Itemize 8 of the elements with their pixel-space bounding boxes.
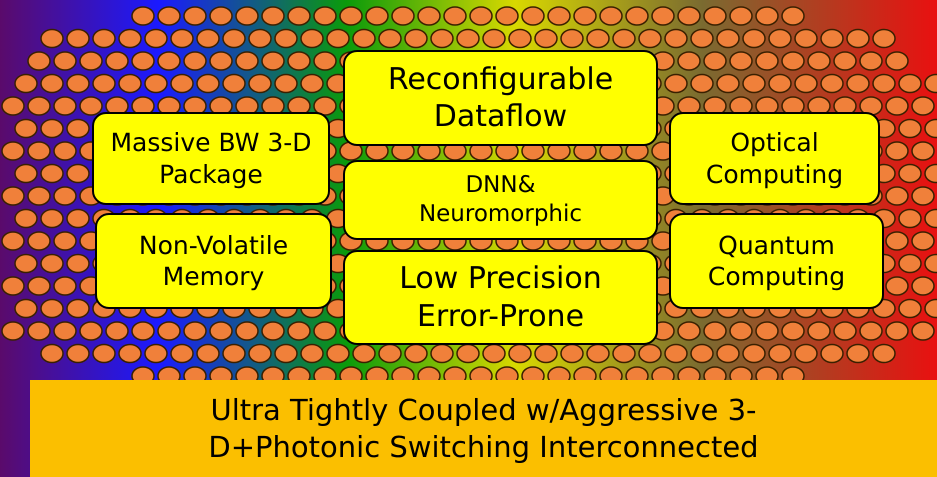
- label-box: DNN& Neuromorphic: [343, 160, 658, 240]
- label-box: Reconfigurable Dataflow: [343, 50, 658, 146]
- label-box: Low Precision Error-Prone: [343, 250, 658, 345]
- label-box: Non-Volatile Memory: [95, 213, 332, 309]
- label-box: Optical Computing: [669, 112, 880, 205]
- label-box: Massive BW 3-D Package: [92, 112, 330, 205]
- label-box: Quantum Computing: [669, 213, 884, 309]
- banner: Ultra Tightly Coupled w/Aggressive 3-D+Photonic Switching Interconnected: [30, 380, 937, 477]
